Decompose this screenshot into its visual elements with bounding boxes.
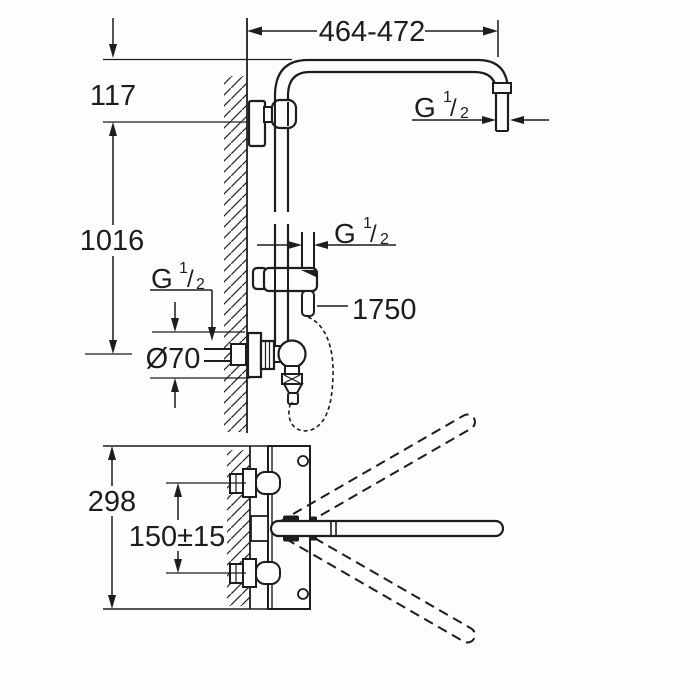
extension-lines bbox=[150, 331, 250, 379]
side-elevation-view: 464-472 117 1016 Ø70 bbox=[80, 16, 549, 433]
clamp-ring-top bbox=[283, 515, 299, 522]
hose-length-label: 1750 bbox=[352, 294, 417, 326]
ref-lines bbox=[166, 482, 246, 574]
thread-numerator: 1 bbox=[443, 89, 452, 106]
thread-numerator: 1 bbox=[179, 260, 188, 277]
supply-fitting bbox=[230, 343, 247, 366]
outlet-taper bbox=[282, 383, 304, 394]
rail-height-label: 1016 bbox=[80, 225, 145, 257]
dashed-arm-up bbox=[278, 413, 476, 536]
mixer-union-nut bbox=[259, 339, 276, 371]
arrowhead-left bbox=[510, 116, 524, 124]
holder-clip-wedge bbox=[301, 270, 316, 277]
arrowhead-right bbox=[288, 241, 302, 249]
thread-label-left: G 1 / 2 bbox=[150, 260, 216, 341]
mixer-ball bbox=[277, 339, 307, 369]
dimension-inlet-spacing: 150±15 bbox=[129, 482, 246, 574]
hand-shower-holder bbox=[251, 266, 319, 317]
swivel-arm-positions bbox=[278, 413, 476, 644]
body-screw-bottom bbox=[297, 588, 309, 600]
swivel-position-up bbox=[278, 413, 476, 536]
rail-through-clamp bbox=[274, 102, 289, 126]
swivel-position-down bbox=[278, 521, 476, 644]
arrowhead-down bbox=[171, 318, 179, 332]
arrowhead-down bbox=[174, 559, 182, 573]
dashed-arm-down bbox=[278, 521, 476, 644]
shower-arm-outer bbox=[273, 58, 510, 212]
dimension-arm-width: 464-472 bbox=[247, 16, 499, 57]
swivel-joint bbox=[250, 515, 505, 542]
thread-letter: G bbox=[151, 263, 173, 294]
shower-arm-inner bbox=[286, 70, 498, 212]
wall-section bbox=[224, 18, 248, 433]
thread-letter: G bbox=[414, 92, 436, 123]
bracket-flange bbox=[247, 99, 267, 148]
dimension-body-height: 298 bbox=[88, 446, 136, 609]
arrowhead-right bbox=[482, 116, 496, 124]
thread-numerator: 1 bbox=[363, 215, 372, 232]
knurl-cross bbox=[283, 374, 301, 384]
arrowhead-right bbox=[483, 26, 498, 36]
arrowhead-down bbox=[208, 327, 216, 341]
mixer-valve bbox=[204, 331, 307, 405]
dimension-flange-diameter: Ø70 bbox=[146, 302, 250, 408]
leader-line bbox=[150, 289, 213, 327]
arrowhead-up bbox=[174, 483, 182, 497]
arrowhead-down bbox=[109, 44, 117, 58]
arrowhead-up bbox=[171, 378, 179, 392]
thread-label-right: G 1 / 2 bbox=[412, 89, 549, 124]
rail-through-holder bbox=[274, 268, 289, 296]
arrowhead-up bbox=[109, 122, 117, 136]
head-pipe-fitting bbox=[492, 82, 512, 94]
spout-arm bbox=[269, 519, 505, 538]
union-capsule bbox=[255, 561, 281, 585]
arrowhead-left bbox=[314, 241, 328, 249]
arm-ticks bbox=[330, 521, 337, 536]
hose-connector-stub bbox=[301, 290, 315, 317]
inlet-spacing-label: 150±15 bbox=[129, 521, 226, 553]
arrowhead-up bbox=[108, 446, 116, 460]
arrowhead-down bbox=[108, 595, 116, 609]
head-offset-label: 117 bbox=[90, 80, 136, 112]
thread-letter: G bbox=[334, 218, 356, 249]
union-capsule bbox=[255, 471, 281, 495]
edge-nub-top bbox=[310, 516, 317, 522]
thread-slash: / bbox=[187, 266, 194, 293]
joint-block bbox=[250, 515, 269, 542]
hose-length-callout: 1750 bbox=[317, 294, 417, 326]
clamp-ring-bottom bbox=[283, 535, 299, 542]
arrowhead-left bbox=[247, 26, 262, 36]
nut-facets bbox=[264, 341, 271, 369]
dimension-rail-height: 1016 bbox=[80, 122, 145, 355]
shower-hose bbox=[288, 316, 334, 432]
thread-slash: / bbox=[370, 221, 377, 248]
arm-width-label: 464-472 bbox=[319, 16, 425, 48]
plan-view: 298 150±15 bbox=[88, 413, 505, 644]
flange-diameter-label: Ø70 bbox=[146, 343, 201, 375]
edge-nub-bottom bbox=[310, 535, 317, 541]
thread-denominator: 2 bbox=[460, 105, 469, 122]
mixer-flange bbox=[246, 331, 263, 379]
handshower-pipe bbox=[301, 232, 315, 268]
dimension-head-offset: 117 bbox=[90, 18, 292, 123]
thread-denominator: 2 bbox=[196, 276, 205, 293]
body-height-label: 298 bbox=[88, 486, 136, 518]
thread-label-middle: G 1 / 2 bbox=[257, 215, 396, 249]
outlet-neck bbox=[284, 365, 300, 375]
bracket-clamp bbox=[270, 98, 298, 130]
body-screw-top bbox=[297, 455, 309, 467]
arrowhead-down bbox=[109, 340, 117, 354]
thread-slash: / bbox=[450, 95, 457, 122]
holder-body bbox=[262, 266, 319, 293]
thread-denominator: 2 bbox=[380, 231, 389, 248]
wall-bracket bbox=[247, 98, 298, 148]
outlet-nipple bbox=[287, 392, 299, 405]
